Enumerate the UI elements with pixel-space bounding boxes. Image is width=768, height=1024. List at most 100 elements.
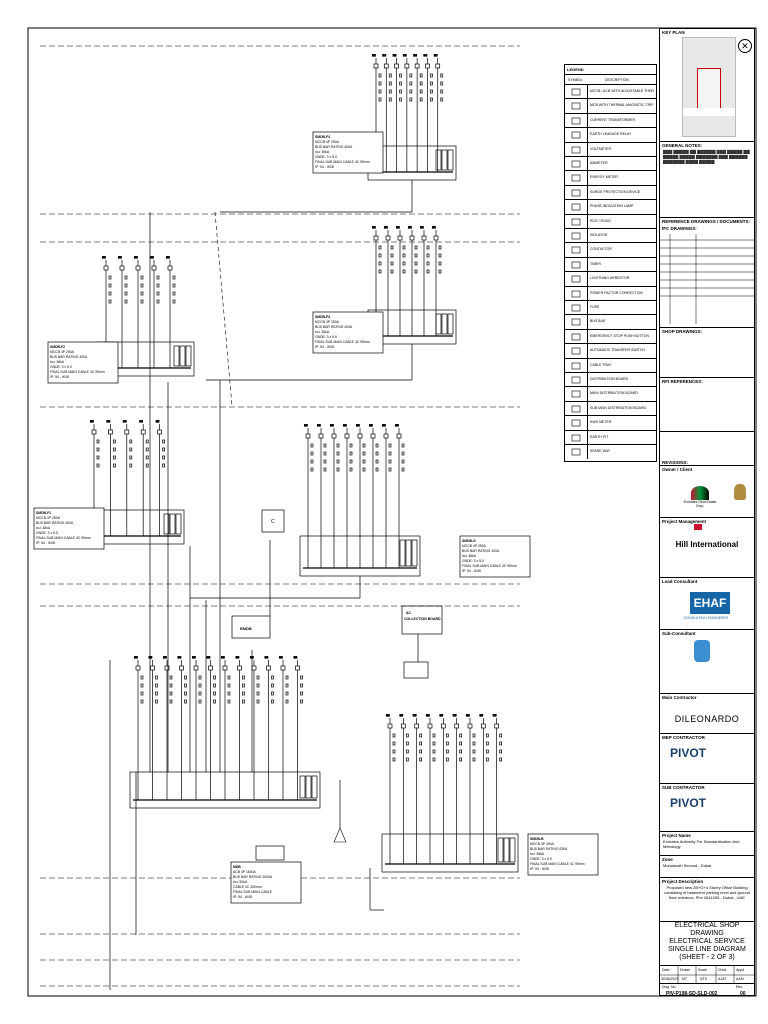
smdb-f2-cable-tick [124, 275, 128, 280]
smdb-g-cable-tick [388, 443, 392, 448]
smdb-b-feeder-label: ▇▇ [398, 713, 404, 717]
mep-contractor-section: MEP CONTRACTOR PIVOT [660, 733, 754, 784]
reference-section: REFERENCE DRAWINGS / DOCUMENTS: IFC DRAW… [660, 217, 754, 328]
legend-symbol-icon [565, 185, 588, 200]
smdb-f2-cable-tick [156, 291, 160, 296]
smdb-f3-cable-tick [426, 269, 430, 274]
dashed-link [214, 211, 233, 407]
smdb-g-breaker-icon [331, 433, 337, 439]
smdb-f4-cable-tick [378, 97, 382, 102]
smdb-f1-breaker-icon [124, 429, 130, 435]
mdb-feeder-label: ▇▇ [206, 655, 212, 659]
general-notes-text: ▇▇▇ ▇▇▇▇▇ ▇▇ ▇▇▇▇▇▇ ▇▇▇ ▇▇▇▇▇ ▇▇ ▇▇▇▇▇ ▇… [663, 149, 750, 164]
smdb-f4-info-line: Icu: 36kA [315, 150, 330, 154]
smdb-f2-spare-way [185, 345, 192, 367]
collection-board-label: AC [406, 611, 412, 615]
shop-drawings-label: SHOP DRAWINGS: [662, 329, 703, 334]
smdb-b-cable-tick [445, 741, 449, 746]
legend-row: KWH METER [565, 415, 656, 431]
smdb-b-spare-way [497, 837, 504, 863]
legend-desc: TIMER [590, 261, 601, 266]
mdb-cable-tick [198, 683, 202, 688]
smdb-b-cable-tick [392, 749, 396, 754]
smdb-f3-cable-tick [402, 269, 406, 274]
legend-desc: CONTACTOR [590, 247, 612, 252]
legend-desc: KWH METER [590, 420, 612, 425]
smdb-f4-breaker-icon [435, 63, 441, 69]
smdb-f4-feeder-label: ▇▇ [381, 53, 387, 57]
sub-consultant-logo [694, 640, 710, 662]
smdb-b-cable-tick [499, 757, 503, 762]
smdb-f2-cable-tick [108, 299, 112, 304]
smdb-b-cable-tick [405, 749, 409, 754]
dwg-no-label: Dwg. No. [662, 985, 677, 989]
smdb-f2-cable-tick [156, 283, 160, 288]
date-label: Date [662, 968, 670, 972]
smdb-f4-feeder-label: ▇▇ [422, 53, 428, 57]
mdb-cable-tick [285, 675, 289, 680]
pm-name: Hill International [675, 540, 739, 549]
smdb-f1-cable-tick [96, 455, 100, 460]
legend-desc: EARTH PIT [590, 434, 609, 439]
smdb-f3-cable-tick [426, 253, 430, 258]
drawn-label: Drawn [680, 968, 691, 972]
legend-desc: VOLTMETER [590, 146, 612, 151]
appd-value: AJAY [736, 977, 745, 981]
emdb-box [231, 615, 271, 639]
smdb-b-cable-tick [472, 749, 476, 754]
zone-label: Zone [662, 857, 673, 862]
smdb-f1-cable-tick [162, 455, 165, 460]
smdb-f3-cable-tick [414, 269, 418, 274]
smdb-f2-info-line: SMDB-F2 [50, 345, 65, 349]
smdb-f3-info-line: Icu: 36kA [315, 330, 330, 334]
mdb-feeder-label: ▇▇ [235, 655, 241, 659]
smdb-b-cable-tick [392, 757, 396, 762]
smdb-g-cable-tick [375, 451, 379, 456]
legend-row: EARTH LEAKAGE RELAY [565, 127, 656, 143]
legend-symbol-icon [565, 272, 588, 287]
mep-name: PIVOT [670, 746, 707, 760]
legend-row: EARTH PIT [565, 429, 656, 445]
smdb-f1-breaker-icon [108, 429, 113, 435]
drawing-title-2: ELECTRICAL SERVICE [669, 938, 745, 945]
smdb-b-cable-tick [485, 741, 489, 746]
smdb-g-spare-way [399, 539, 406, 567]
smdb-g-info-line: IP: 54 - IK08 [462, 569, 481, 573]
smdb-f1-cable-tick [96, 439, 100, 444]
smdb-b-feeder-label: ▇▇ [465, 713, 471, 717]
mdb-feeder-label: ▇▇ [220, 655, 226, 659]
mdb-cable-tick [285, 683, 289, 688]
legend-desc: SUB MAIN DISTRIBUTION BOARD [590, 405, 647, 410]
smdb-b-breaker-icon [467, 723, 473, 729]
smdb-f1-cable-tick [162, 447, 165, 452]
smdb-g-cable-tick [362, 451, 366, 456]
smdb-g-info-box [459, 535, 531, 578]
smdb-b-feeder-label: ▇▇ [452, 713, 458, 717]
mdb-breaker-icon [237, 665, 242, 671]
legend-symbol-icon [565, 315, 588, 330]
smdb-f3-cable-tick [390, 269, 394, 274]
legend-desc: BUS BAR [590, 319, 606, 324]
smdb-f3-cable-tick [414, 261, 418, 266]
smdb-f3-breaker-icon [373, 235, 379, 241]
legend-row: EMERGENCY STOP PUSH BUTTON [565, 328, 656, 344]
mdb-feeder-label: ▇▇ [133, 655, 139, 659]
sub-consultant-section: Sub-Consultant [660, 629, 754, 694]
mdb-spare-way [299, 775, 306, 799]
mdb-breaker-icon [208, 665, 213, 671]
smdb-f2-spare-way [173, 345, 180, 367]
legend-symbol-icon [565, 200, 588, 215]
smdb-g-info-line: FINAL SUB MAIN CABLE 4C 95mm [462, 564, 517, 568]
smdb-f3-feeder-label: ▇▇ [383, 225, 389, 229]
legend-symbol-icon [565, 142, 588, 157]
smdb-f1-cable-tick [113, 439, 116, 444]
smdb-g-info-line: Icu: 36kA [462, 554, 477, 558]
smdb-g-cable-tick [323, 459, 327, 464]
smdb-b-feeder-label: ▇▇ [438, 713, 444, 717]
smdb-g-cable-tick [375, 443, 379, 448]
smdb-f3-spare-way [435, 313, 442, 335]
smdb-g-feeder-label: ▇▇ [316, 423, 322, 427]
mdb-breaker-icon [164, 665, 170, 671]
smdb-f1-cable-tick [162, 463, 165, 468]
smdb-f4-spare-way [441, 149, 448, 171]
